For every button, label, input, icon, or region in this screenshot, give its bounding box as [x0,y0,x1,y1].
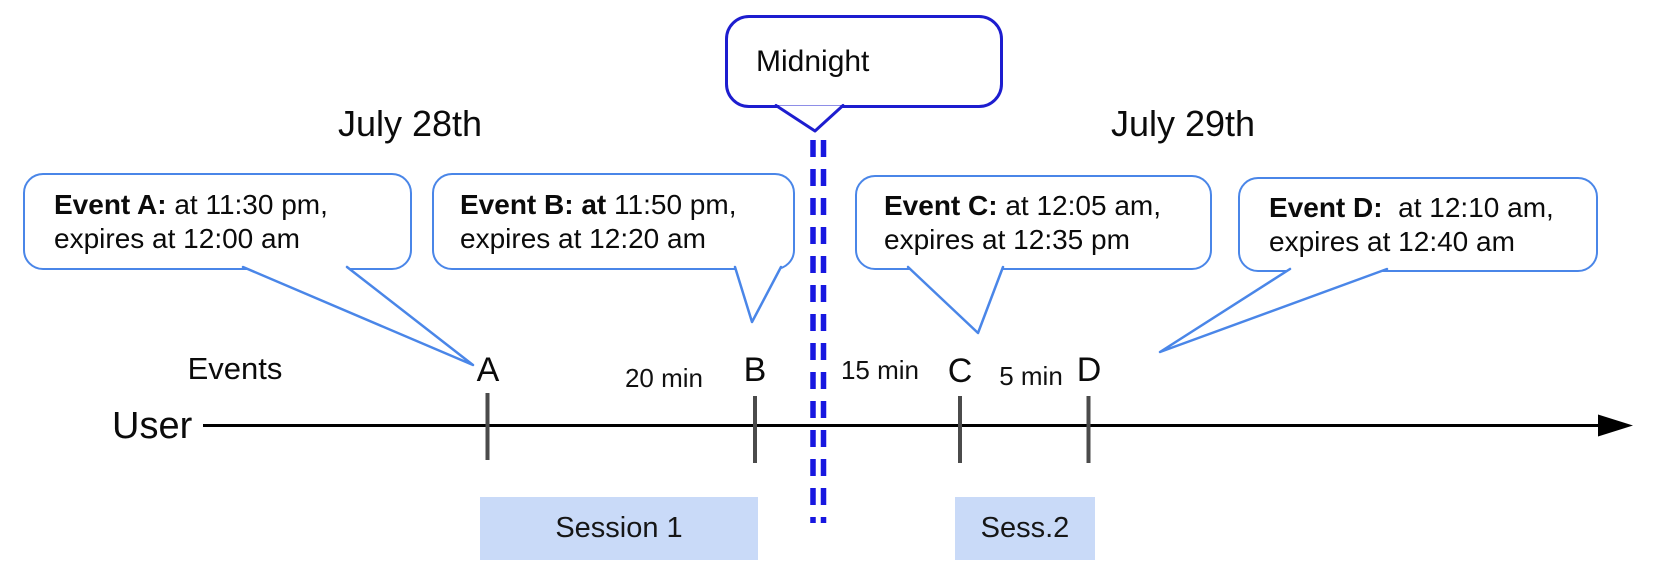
event-d-callout-tail [1158,267,1389,354]
session-1-box: Session 1 [480,497,758,560]
event-c-callout: Event C: at 12:05 am, expires at 12:35 p… [855,175,1212,270]
gap-label-5min: 5 min [999,361,1063,391]
event-d-line1: Event D: at 12:10 am, [1269,191,1596,225]
event-d-time: at 12:10 am, [1382,191,1554,223]
tick-label-b: B [743,351,767,389]
session-1-label: Session 1 [555,512,683,544]
event-b-title: Event B: at [460,188,607,220]
event-c-callout-tail [906,265,1005,335]
event-b-time: 11:50 pm, [606,188,737,220]
event-d-line2: expires at 12:40 am [1269,225,1515,257]
midnight-label: Midnight [756,44,870,78]
event-b-callout-tail [733,265,783,324]
gap-label-15min: 15 min [840,355,920,385]
midnight-callout: Midnight [725,15,1003,108]
event-c-time: at 12:05 am, [997,189,1162,221]
event-b-line2: expires at 12:20 am [460,222,706,254]
events-axis-label: Events [187,351,283,386]
user-axis-label: User [112,405,193,447]
tick-label-c: C [947,352,973,390]
gap-label-20min: 20 min [624,363,704,393]
session-2-label: Sess.2 [980,512,1070,544]
tick-label-d: D [1076,351,1102,389]
event-a-line2: expires at 12:00 am [54,222,300,254]
event-a-line1: Event A: at 11:30 pm, [54,188,410,222]
event-d-title: Event D: [1269,191,1383,223]
event-b-callout: Event B: at 11:50 pm, expires at 12:20 a… [432,173,795,270]
event-c-line1: Event C: at 12:05 am, [884,189,1210,223]
event-a-title: Event A: [54,188,167,220]
date-label-july-29: July 29th [1110,103,1256,144]
tick-label-a: A [476,351,500,389]
event-b-line1: Event B: at 11:50 pm, [460,188,793,222]
event-c-title: Event C: [884,189,998,221]
event-c-line2: expires at 12:35 pm [884,223,1130,255]
event-a-time: at 11:30 pm, [166,188,328,220]
session-2-box: Sess.2 [955,497,1095,560]
midnight-callout-tail [774,104,845,133]
event-a-callout: Event A: at 11:30 pm, expires at 12:00 a… [23,173,412,270]
timeline-arrowhead-icon [1598,414,1633,437]
event-d-callout: Event D: at 12:10 am, expires at 12:40 a… [1238,177,1598,272]
date-label-july-28: July 28th [337,103,483,144]
